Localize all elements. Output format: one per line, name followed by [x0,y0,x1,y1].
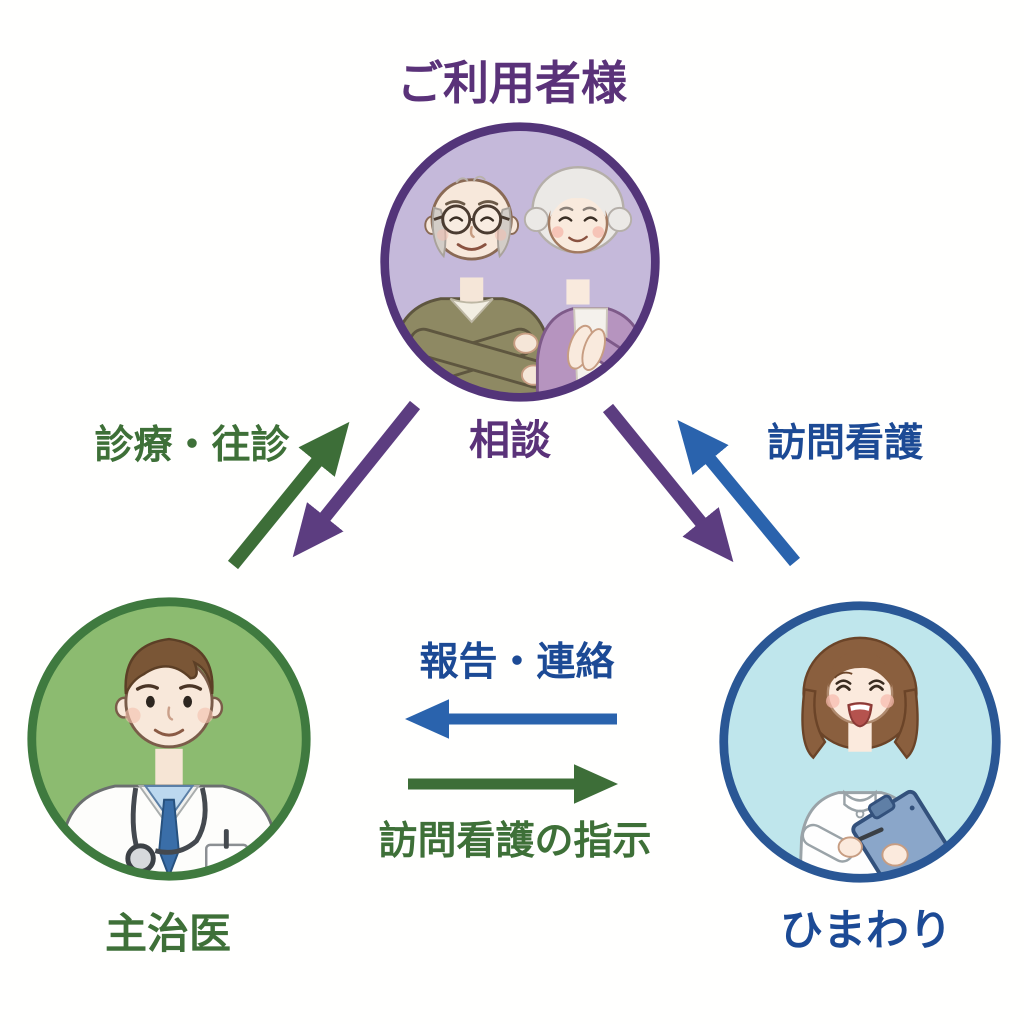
instruction-arrow-label: 訪問看護の指示 [378,819,652,864]
nurse-node-label: ひまわり [780,906,952,956]
report-arrow-label: 報告・連絡 [419,640,615,685]
consult-arrow-right [602,403,734,563]
necktie-icon [158,798,180,877]
glasses-icon [433,204,510,235]
stethoscope-icon [125,787,208,874]
client-node-label: ご利用者様 [397,56,627,110]
client-node [380,122,660,402]
doctor-node-label: 主治医 [104,909,232,958]
visit-arrow-label: 診療・往診 [94,423,290,468]
consult-arrow-label: 相談 [469,416,551,464]
consult-arrow-left [292,400,421,558]
homecare-arrow-label: 訪問看護 [766,421,924,466]
doctor-node [27,597,311,881]
nurse-node [719,601,1001,883]
